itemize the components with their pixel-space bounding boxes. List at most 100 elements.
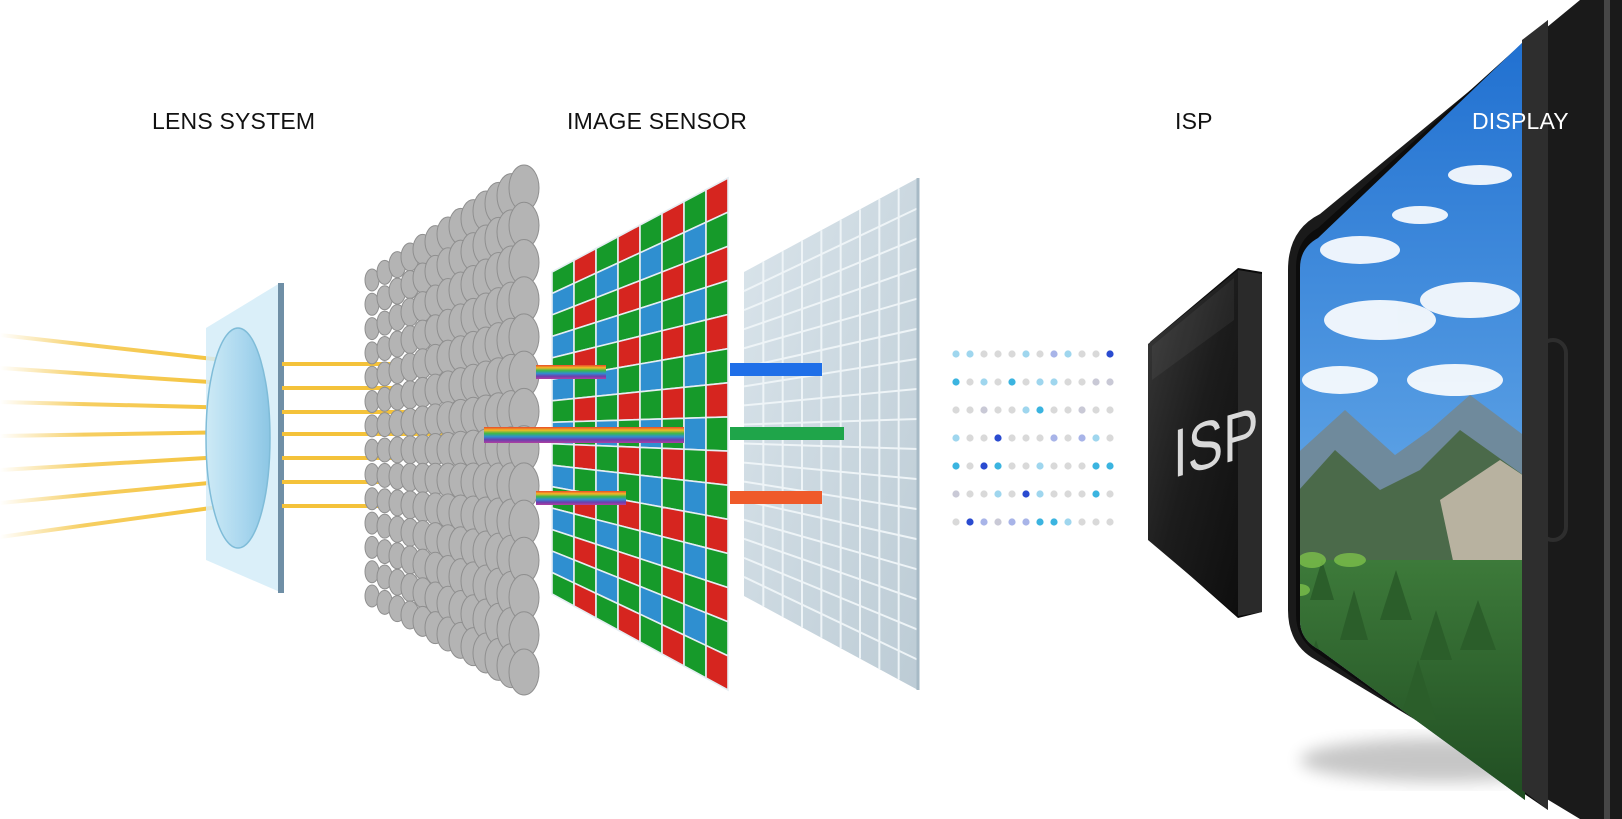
filter-cell	[551, 397, 575, 424]
grid-line	[743, 556, 919, 631]
grid-line	[743, 417, 919, 426]
signal-dot	[1064, 350, 1072, 358]
signal-dot	[966, 350, 974, 358]
signal-dot	[1050, 462, 1058, 470]
signal-dot	[1022, 434, 1030, 442]
filter-cell	[705, 644, 729, 692]
signal-dot	[1036, 490, 1044, 498]
signal-dot	[1036, 434, 1044, 442]
signal-dot	[980, 434, 988, 442]
filter-cell	[617, 390, 641, 422]
filter-cell	[573, 395, 597, 423]
filter-cell	[683, 318, 707, 358]
filter-cell	[661, 476, 685, 513]
grid-line	[743, 576, 919, 661]
signal-dot	[1008, 518, 1016, 526]
light-ray	[0, 502, 242, 539]
filter-cell	[705, 514, 729, 555]
signal-dot	[1106, 490, 1114, 498]
signal-dot	[1092, 378, 1100, 386]
signal-dot	[966, 378, 974, 386]
signal-dot	[1064, 434, 1072, 442]
filter-cell	[683, 351, 707, 389]
filter-cell	[705, 347, 729, 386]
microlens-array-icon	[364, 164, 540, 696]
signal-dot	[1078, 350, 1086, 358]
signal-dot	[994, 434, 1002, 442]
signal-dot	[980, 378, 988, 386]
signal-dot	[1008, 490, 1016, 498]
filter-cell	[683, 384, 707, 420]
filter-cell	[683, 416, 707, 451]
microlens	[508, 648, 540, 696]
signal-dot	[1008, 350, 1016, 358]
grid-line	[743, 518, 919, 571]
signal-dot	[1106, 350, 1114, 358]
filter-cell	[705, 313, 729, 354]
filter-cell	[595, 444, 619, 474]
signal-dot	[1008, 434, 1016, 442]
signal-dot	[1008, 406, 1016, 414]
filter-cell	[683, 286, 707, 327]
spectrum-beams	[484, 365, 684, 505]
signal-dot	[966, 462, 974, 470]
signal-dot	[1036, 378, 1044, 386]
lens-icon	[205, 283, 284, 593]
filter-cell	[683, 479, 707, 517]
signal-dot	[952, 350, 960, 358]
signal-dot	[994, 406, 1002, 414]
signal-dot	[1064, 378, 1072, 386]
signal-dot	[1106, 462, 1114, 470]
grid-line	[743, 267, 919, 331]
filter-cell	[683, 448, 707, 484]
signal-dot	[994, 350, 1002, 358]
grid-line	[743, 207, 919, 292]
grid-line	[743, 480, 919, 511]
signal-dot	[1106, 406, 1114, 414]
signal-dot	[1022, 462, 1030, 470]
signal-dot	[1050, 490, 1058, 498]
signal-dot	[966, 490, 974, 498]
filter-cell	[617, 363, 641, 395]
incoming-light-rays	[0, 333, 242, 539]
signal-dot	[952, 490, 960, 498]
signal-dot	[1022, 406, 1030, 414]
signal-dot	[1092, 462, 1100, 470]
signal-dot	[1106, 518, 1114, 526]
grid-line	[743, 442, 919, 451]
signal-dot	[1050, 406, 1058, 414]
grid-line	[743, 357, 919, 388]
grid-line	[743, 237, 919, 312]
signal-dot	[994, 490, 1002, 498]
filter-cell	[595, 393, 619, 422]
signal-dot	[1050, 434, 1058, 442]
signal-dot	[1092, 490, 1100, 498]
light-ray	[0, 430, 242, 438]
grid-line	[743, 387, 919, 407]
signal-dot	[1092, 406, 1100, 414]
signal-dot	[1078, 490, 1086, 498]
signal-dot	[1022, 518, 1030, 526]
smartphone-display-icon	[1288, 0, 1622, 819]
signal-dot	[1050, 350, 1058, 358]
display-label: DISPLAY	[1472, 108, 1569, 134]
digital-signal-dots-icon	[952, 350, 1114, 526]
grid-line	[743, 499, 919, 541]
signal-dot	[1022, 490, 1030, 498]
grid-line	[743, 537, 919, 601]
separated-color-bars	[730, 363, 844, 504]
filter-cell	[551, 374, 575, 402]
light-ray	[0, 366, 242, 386]
filter-cell	[639, 474, 663, 509]
signal-dot	[980, 462, 988, 470]
filter-cell	[551, 442, 575, 469]
grid-line	[743, 297, 919, 350]
signal-dot	[1022, 350, 1030, 358]
filter-cell	[661, 447, 685, 482]
signal-dot	[952, 434, 960, 442]
signal-dot	[1022, 378, 1030, 386]
isp-label: ISP	[1175, 108, 1213, 134]
filter-cell	[705, 381, 729, 419]
signal-dot	[1036, 406, 1044, 414]
